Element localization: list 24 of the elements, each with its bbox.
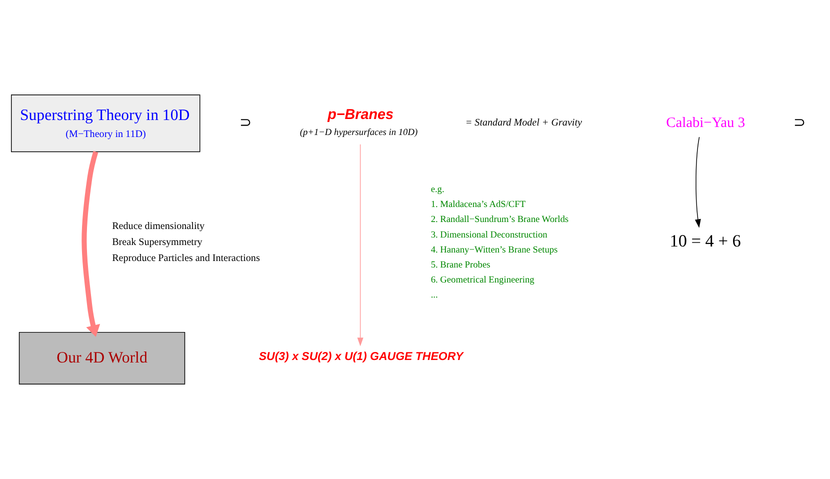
arrow <box>694 136 701 228</box>
node-box: Our 4D World <box>18 332 186 384</box>
label: = Standard Model + Gravity <box>465 118 582 129</box>
label: ⊃ <box>793 114 806 131</box>
label: e.g. <box>430 184 444 195</box>
node-text: Calabi−Yau 3 <box>666 114 746 131</box>
label: Break Supersymmetry <box>112 237 202 248</box>
label: 3. Dimensional Deconstruction <box>430 230 548 240</box>
node-text: 10 = 4 + 6 <box>670 231 741 250</box>
node-text: SU(3) x SU(2) x U(1) GAUGE THEORY <box>258 351 464 364</box>
node-label: (p+1−D hypersurfaces in 10D) <box>300 128 418 138</box>
label: Reproduce Particles and Interactions <box>112 252 260 264</box>
label: Reduce dimensionality <box>112 221 205 232</box>
node-text: p−Branes <box>328 106 394 123</box>
label: 5. Brane Probes <box>430 260 490 270</box>
arrow <box>357 144 364 346</box>
label: 1. Maldacena’s AdS/CFT <box>430 200 526 210</box>
label: ... <box>430 290 438 301</box>
label: ⊃ <box>239 114 252 131</box>
node-box: Superstring Theory in 10D (M−Theory in 11D) <box>11 94 200 152</box>
label: 4. Hanany−Witten’s Brane Setups <box>430 245 558 256</box>
arrow <box>82 151 100 337</box>
label: 6. Geometrical Engineering <box>430 276 534 286</box>
label: 2. Randall−Sundrum’s Brane Worlds <box>430 215 569 226</box>
